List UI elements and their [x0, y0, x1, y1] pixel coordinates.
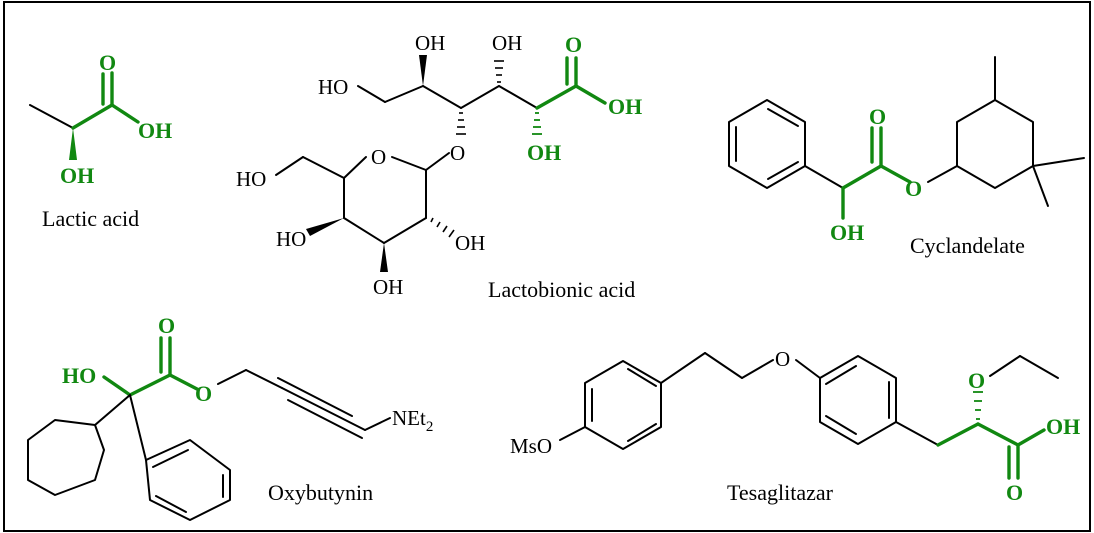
atom-o: O: [565, 32, 582, 57]
atom-oh: OH: [415, 31, 445, 55]
tesaglitazar-structure: MsO O O OH O Tesaglitazar: [510, 347, 1080, 505]
lactic-acid-structure: O OH OH Lactic acid: [29, 50, 172, 231]
wedge-bond: [69, 128, 77, 160]
atom-ho: HO: [318, 75, 348, 99]
hash-bond-green: [973, 391, 983, 420]
compound-name-tesaglitazar: Tesaglitazar: [727, 480, 834, 505]
atom-o: O: [968, 368, 985, 393]
atom-ho: HO: [236, 167, 266, 191]
hash-bond: [430, 217, 455, 238]
atom-o: O: [99, 50, 116, 75]
atom-net2: NEt2: [392, 406, 433, 435]
wedge-bond: [380, 243, 388, 272]
atom-oh: OH: [527, 140, 561, 165]
wedge-bond: [419, 55, 427, 86]
wedge-bond: [306, 218, 344, 236]
atom-o: O: [1006, 480, 1023, 505]
compound-name-lactic-acid: Lactic acid: [42, 206, 139, 231]
figure-border: [3, 1, 1091, 532]
atom-ho: HO: [276, 227, 306, 251]
compound-name-lactobionic-acid: Lactobionic acid: [488, 277, 635, 302]
atom-oh: OH: [455, 231, 485, 255]
compound-name-cyclandelate: Cyclandelate: [910, 233, 1025, 258]
atom-o: O: [905, 176, 922, 201]
atom-o: O: [371, 145, 386, 169]
atom-oh: OH: [492, 31, 522, 55]
lactobionic-acid-structure: OH OH HO O OH OH O O HO HO OH OH Lactobi…: [236, 31, 642, 302]
oxybutynin-structure: HO O O NEt2 Oxybutynin: [27, 313, 433, 521]
hash-bond: [456, 112, 466, 135]
atom-mso: MsO: [510, 434, 552, 458]
atom-o: O: [869, 104, 886, 129]
compound-name-oxybutynin: Oxybutynin: [268, 480, 373, 505]
hash-bond: [494, 60, 504, 83]
atom-oh: OH: [830, 220, 864, 245]
atom-oh: OH: [60, 163, 94, 188]
atom-ho: HO: [62, 363, 96, 388]
atom-o: O: [195, 381, 212, 406]
atom-oh: OH: [138, 118, 172, 143]
atom-oh: OH: [373, 275, 403, 299]
atom-oh: OH: [1046, 414, 1080, 439]
hash-bond-green: [532, 112, 542, 135]
atom-o: O: [450, 141, 465, 165]
atom-o: O: [158, 313, 175, 338]
atom-o: O: [775, 347, 790, 371]
atom-oh: OH: [608, 94, 642, 119]
cyclandelate-structure: O O OH Cyclandelate: [728, 56, 1085, 258]
